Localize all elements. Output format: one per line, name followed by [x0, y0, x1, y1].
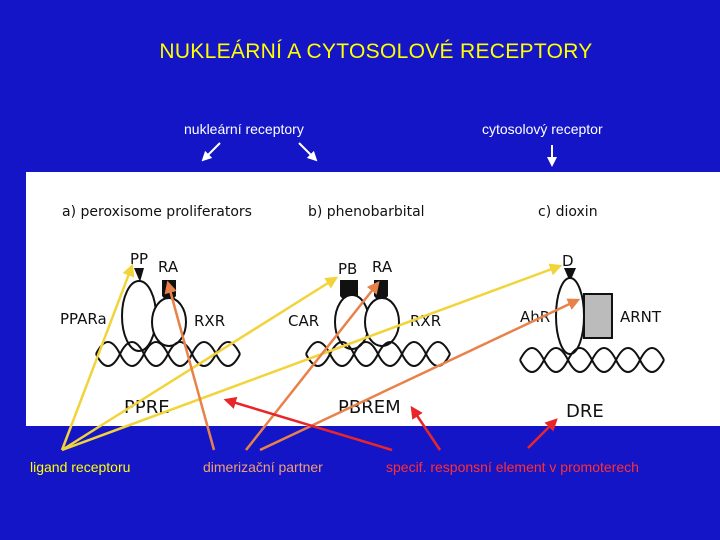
- panel-c-ligand-label: D: [562, 252, 574, 270]
- panel-b-element-label: PBREM: [338, 397, 401, 418]
- panel-c-dna-strand-2: [519, 347, 665, 373]
- panel-a-left-receptor-label: PPARa: [60, 310, 107, 328]
- header-cytosolic-receptor: cytosolový receptor: [482, 121, 603, 137]
- panel-c-element-label: DRE: [566, 401, 604, 422]
- panel-a-partner-label: RA: [158, 258, 179, 276]
- panel-b-ligand-label: PB: [338, 260, 357, 278]
- arrow-partner-to-ra-a: [164, 280, 216, 451]
- receptor-figure-svg: a) peroxisome proliferators b) phenobarb…: [60, 204, 665, 422]
- label-ligand-receptor: ligand receptoru: [30, 459, 131, 475]
- arrow-ligand-to-pb: [61, 276, 339, 452]
- panel-b-left-receptor-label: CAR: [288, 312, 319, 330]
- arrow-nuclear-left: [201, 142, 221, 162]
- panel-a-element-label: PPRE: [124, 397, 170, 418]
- label-dimerization-partner: dimerizační partner: [203, 459, 323, 475]
- page-title: NUKLEÁRNÍ A CYTOSOLOVÉ RECEPTORY: [159, 40, 593, 63]
- arrow-partner-to-ra-b: [245, 281, 380, 451]
- arrow-ligand-to-pp: [60, 263, 135, 451]
- panel-b-dna-strand-2: [305, 341, 451, 367]
- panel-a-ligand-shape: [134, 268, 144, 282]
- element-arrows: [223, 396, 558, 452]
- panel-c-ligand-shape: [564, 268, 576, 282]
- ligand-arrows: [60, 263, 563, 452]
- arrow-partner-to-arnt: [259, 298, 581, 452]
- panel-a-right-receptor-label: RXR: [194, 312, 225, 330]
- arrow-ligand-to-d: [61, 263, 563, 452]
- panel-b-partner-label: RA: [372, 258, 393, 276]
- arrow-nuclear-right: [298, 142, 318, 162]
- arrow-element-to-dre: [527, 418, 558, 449]
- panel-b: PB RA CAR RXR PBREM: [288, 258, 451, 418]
- panel-b-heading: b) phenobarbital: [308, 204, 425, 220]
- panel-c-left-receptor-label: AhR: [520, 308, 550, 326]
- panel-c-heading: c) dioxin: [538, 204, 598, 220]
- panel-c-right-receptor-shape: [583, 293, 613, 339]
- panel-c: D AhR ARNT DRE: [519, 252, 665, 422]
- label-response-element: specif. responsní element v promoterech: [386, 459, 639, 475]
- panel-b-right-receptor-label: RXR: [410, 312, 441, 330]
- arrow-element-to-pbrem: [410, 405, 442, 451]
- partner-arrows: [164, 280, 581, 452]
- panel-c-right-receptor-label: ARNT: [620, 308, 662, 326]
- arrow-element-to-ppre: [223, 396, 393, 452]
- panel-a-ligand-label: PP: [130, 250, 148, 268]
- receptor-figure: a) peroxisome proliferators b) phenobarb…: [26, 172, 720, 426]
- header-nuclear-receptors: nukleární receptory: [184, 121, 304, 137]
- panel-a-heading: a) peroxisome proliferators: [62, 204, 252, 220]
- panel-a-right-receptor-shape: [151, 297, 187, 347]
